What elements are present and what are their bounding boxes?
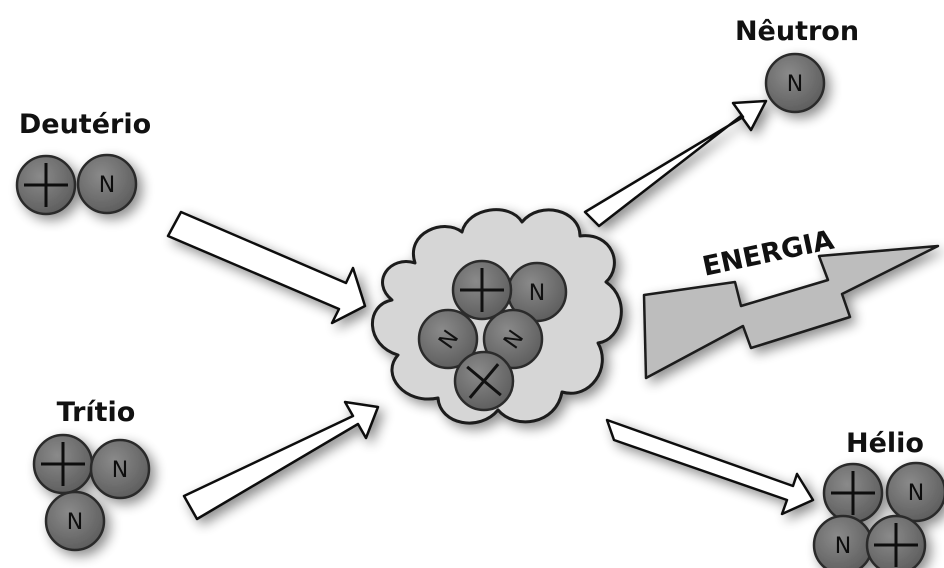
- helium-nucleus: N N: [812, 461, 944, 568]
- arrow-deuterium-to-fusion: [166, 210, 367, 325]
- energy-bolt: [642, 244, 940, 380]
- arrow-tritium-to-fusion: [182, 400, 380, 521]
- proton-particle: [15, 154, 77, 216]
- svg-text:N: N: [67, 510, 83, 535]
- deuterium-nucleus: N: [15, 153, 138, 216]
- neutron-particle: N: [482, 308, 544, 370]
- proton-particle: [451, 259, 513, 321]
- neutron-particle: N: [812, 514, 874, 568]
- neutron-particle: N: [506, 261, 568, 323]
- svg-text:N: N: [529, 281, 545, 306]
- fusion-nuclei: N N N: [417, 259, 568, 412]
- proton-particle: [822, 462, 884, 524]
- svg-text:N: N: [908, 481, 924, 506]
- proton-particle: [865, 514, 927, 568]
- neutron-particle: N: [44, 490, 106, 552]
- neutron-output: N: [764, 52, 826, 114]
- proton-particle: [453, 350, 515, 412]
- proton-particle: [32, 433, 94, 495]
- neutron-particle: N: [76, 153, 138, 215]
- svg-text:N: N: [99, 173, 115, 198]
- neutron-particle: N: [89, 438, 151, 500]
- tritium-label: Trítio: [57, 397, 136, 428]
- neutron-label: Nêutron: [735, 16, 859, 47]
- arrow-fusion-to-helium: [605, 418, 815, 516]
- deuterium-label: Deutério: [19, 109, 151, 140]
- svg-text:N: N: [112, 458, 128, 483]
- neutron-particle: N: [885, 461, 944, 523]
- energy-label: ENERGIA: [700, 225, 837, 283]
- tritium-nucleus: N N: [32, 433, 151, 552]
- helium-label: Hélio: [846, 428, 924, 459]
- svg-text:N: N: [787, 72, 803, 97]
- arrow-fusion-to-neutron: [583, 99, 768, 228]
- svg-text:N: N: [835, 534, 851, 559]
- neutron-particle: N: [417, 308, 479, 370]
